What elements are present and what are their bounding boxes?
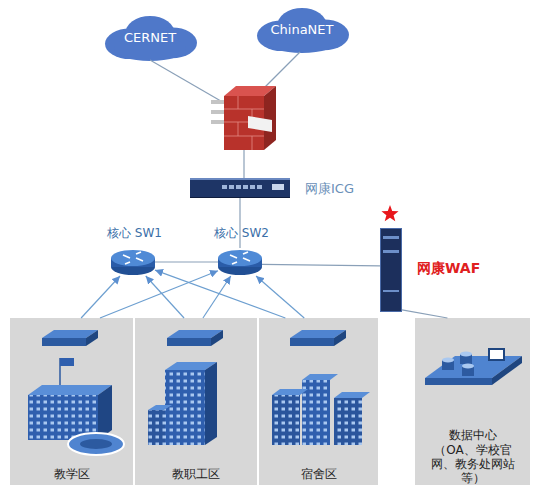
network-link bbox=[262, 264, 380, 266]
uplink-wire bbox=[262, 52, 300, 90]
router-arrow bbox=[136, 252, 141, 254]
firewall-stripe bbox=[211, 120, 225, 124]
router-arrow bbox=[123, 255, 130, 258]
network-link bbox=[155, 270, 285, 318]
router-arrow bbox=[230, 255, 237, 258]
node-label: 核心 SW2 bbox=[214, 226, 269, 240]
firewall-front bbox=[224, 96, 264, 150]
network-link bbox=[239, 198, 240, 248]
firewall-side bbox=[264, 86, 276, 150]
firewall-brick bbox=[238, 96, 239, 109]
node-label: 网康WAF bbox=[417, 261, 480, 275]
network-link bbox=[402, 310, 447, 318]
firewall-brick bbox=[224, 109, 264, 110]
uplink-wire bbox=[150, 52, 300, 178]
node-label: 网康ICG bbox=[305, 182, 354, 196]
network-link bbox=[100, 271, 218, 318]
firewall-icon bbox=[211, 86, 276, 150]
router-icon bbox=[111, 250, 155, 266]
campus-zone: 教学区 bbox=[10, 318, 133, 485]
router-arrow bbox=[243, 252, 248, 254]
firewall-top bbox=[224, 86, 276, 96]
node-label: 宿舍区 bbox=[259, 467, 378, 481]
network-link bbox=[203, 276, 231, 318]
core-switch: 核心 SW2 bbox=[218, 248, 262, 276]
firewall-brick bbox=[252, 136, 253, 150]
router-arrow bbox=[136, 258, 143, 261]
campus-zone: 宿舍区 bbox=[259, 318, 378, 485]
data-center-zone: 数据中心（OA、学校官网、教务处网站等） bbox=[415, 318, 530, 485]
router-icon bbox=[218, 248, 262, 276]
uplink-wire bbox=[150, 60, 226, 104]
gateway-device: 网康ICG bbox=[190, 178, 290, 198]
uplink-wire bbox=[243, 150, 244, 178]
firewall-stripe bbox=[211, 110, 225, 114]
node-label: ChinaNET bbox=[252, 23, 352, 37]
router-arrow bbox=[125, 262, 130, 264]
network-link bbox=[146, 276, 184, 318]
internet-cloud: ChinaNET bbox=[252, 6, 352, 54]
node-label: 核心 SW1 bbox=[107, 226, 162, 240]
router-arrow bbox=[232, 262, 237, 264]
firewall-brick bbox=[238, 122, 239, 136]
core-switch: 核心 SW1 bbox=[111, 248, 155, 276]
highlight-star bbox=[381, 205, 398, 221]
node-label: 教职工区 bbox=[135, 467, 257, 481]
node-label: CERNET bbox=[100, 31, 200, 45]
node-label: 数据中心 bbox=[415, 428, 530, 442]
firewall-plate bbox=[248, 116, 272, 132]
firewall-brick bbox=[224, 122, 264, 123]
network-link bbox=[256, 276, 304, 318]
firewall-brick bbox=[252, 109, 253, 122]
campus-zone: 教职工区 bbox=[135, 318, 257, 485]
firewall-brick bbox=[224, 136, 264, 137]
node-label: 教学区 bbox=[10, 467, 133, 481]
router-icon bbox=[111, 248, 155, 276]
internet-cloud: CERNET bbox=[100, 14, 200, 62]
waf-device: 网康WAF bbox=[380, 228, 402, 312]
node-label: （OA、学校官网、教务处网站等） bbox=[429, 443, 517, 485]
router-arrow bbox=[243, 258, 250, 261]
network-link bbox=[155, 261, 218, 262]
firewall-stripe bbox=[211, 100, 225, 104]
network-link bbox=[81, 276, 120, 318]
firewall-brick bbox=[224, 96, 264, 150]
router-icon bbox=[218, 250, 262, 266]
